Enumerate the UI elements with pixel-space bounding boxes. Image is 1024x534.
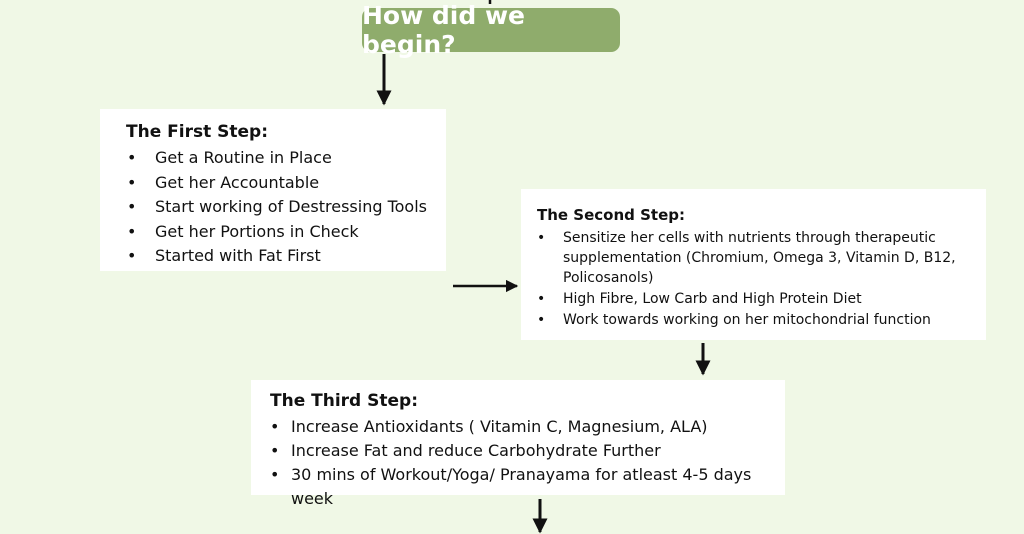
list-item: Increase Fat and reduce Carbohydrate Fur…: [270, 439, 785, 463]
first-step-heading: The First Step:: [126, 122, 269, 142]
list-item: Start working of Destressing Tools: [126, 195, 446, 220]
third-step-box: The Third Step: Increase Antioxidants ( …: [251, 380, 785, 508]
third-step-list: Increase Antioxidants ( Vitamin C, Magne…: [270, 415, 785, 511]
list-item: Get a Routine in Place: [126, 146, 446, 171]
first-step-list: Get a Routine in Place Get her Accountab…: [126, 146, 446, 269]
list-item: 30 mins of Workout/Yoga/ Pranayama for a…: [270, 463, 785, 511]
title-text: How did we begin?: [362, 1, 526, 59]
title-pill: How did we begin?: [362, 1, 620, 59]
second-step-heading: The Second Step:: [537, 206, 686, 224]
third-step-heading: The Third Step:: [270, 391, 419, 411]
list-item: Increase Antioxidants ( Vitamin C, Magne…: [270, 415, 785, 439]
second-step-box: The Second Step: Sensitize her cells wit…: [521, 189, 986, 340]
list-item: Get her Portions in Check: [126, 220, 446, 245]
second-step-list: Sensitize her cells with nutrients throu…: [537, 228, 986, 330]
list-item: Started with Fat First: [126, 244, 446, 269]
list-item: High Fibre, Low Carb and High Protein Di…: [537, 289, 986, 309]
list-item: Sensitize her cells with nutrients throu…: [537, 228, 986, 288]
first-step-box: The First Step: Get a Routine in Place G…: [100, 109, 446, 271]
list-item: Get her Accountable: [126, 171, 446, 196]
list-item: Work towards working on her mitochondria…: [537, 310, 986, 330]
